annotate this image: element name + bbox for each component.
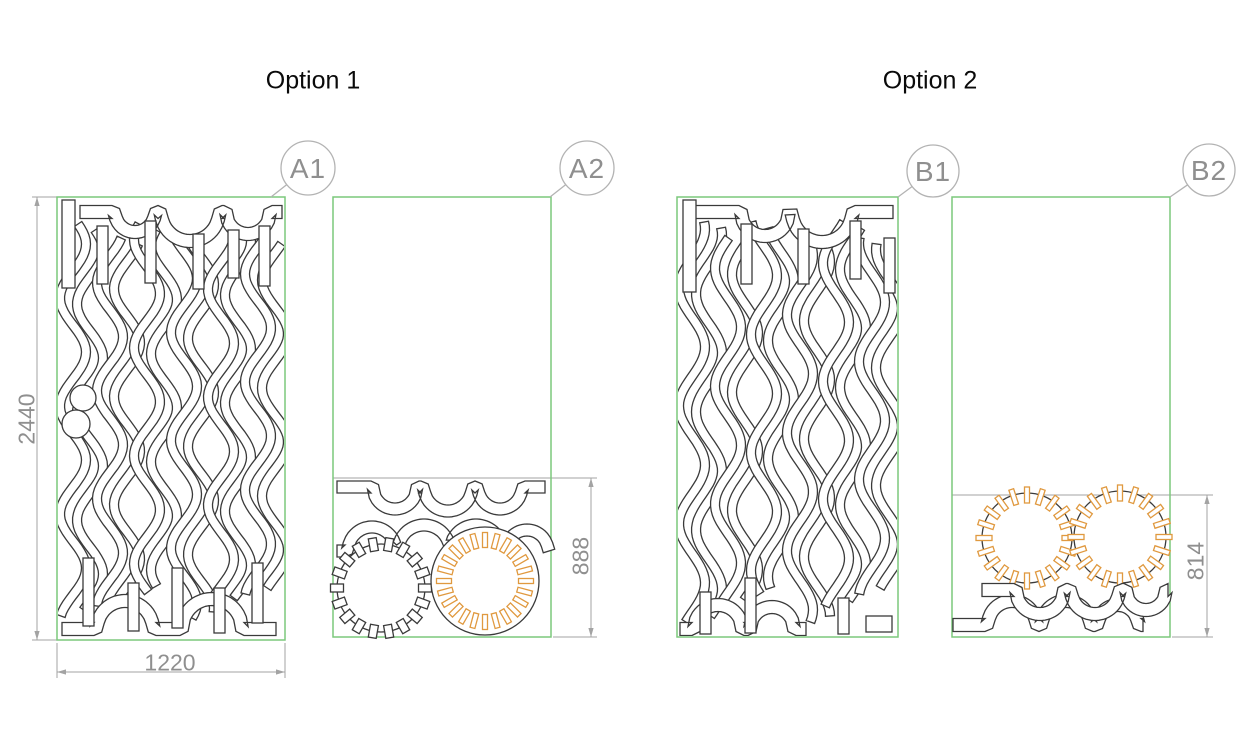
option-1-title: Option 1 — [265, 66, 361, 95]
dim-sheet-width: 1220 — [144, 649, 196, 676]
sheet-label-a1: A1 — [289, 153, 327, 184]
sheet-label-a2: A2 — [568, 153, 606, 184]
option-2-title: Option 2 — [882, 66, 978, 95]
sheet-label-b1: B1 — [914, 156, 952, 187]
dim-sheet-height: 2440 — [13, 393, 40, 445]
dim-option2-used: 814 — [1182, 541, 1209, 581]
dim-option1-used: 888 — [567, 536, 594, 576]
sheet-label-b2: B2 — [1190, 155, 1228, 186]
